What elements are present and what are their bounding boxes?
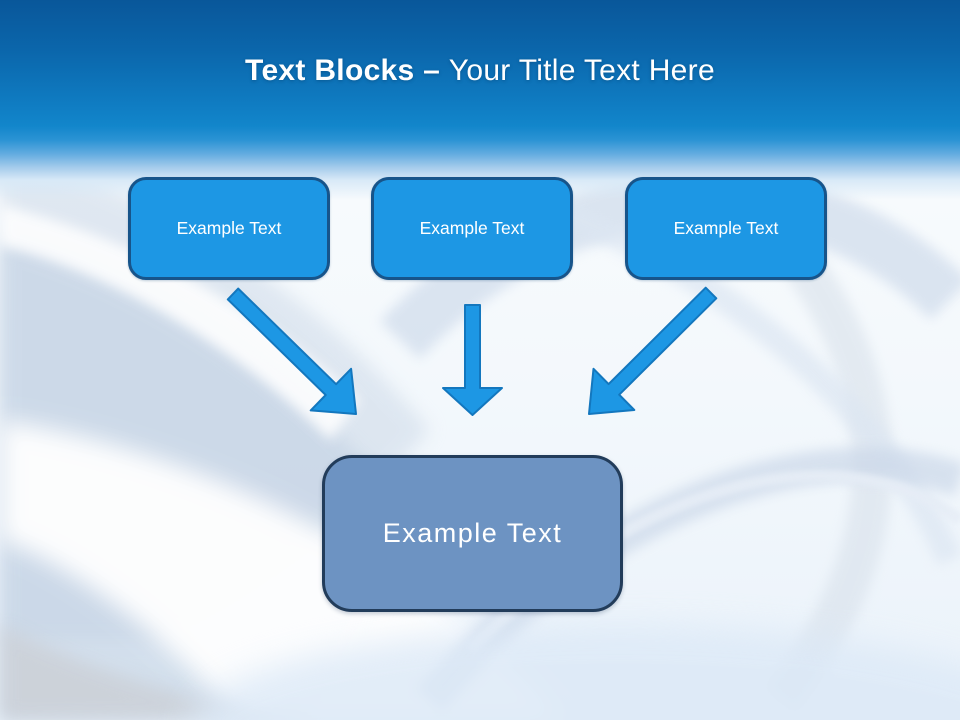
text-block-3-label: Example Text — [673, 218, 779, 238]
arrow-down-left-icon[interactable] — [588, 286, 718, 415]
arrow-down-icon[interactable] — [442, 304, 503, 416]
slide-title-bold: Text Blocks – — [245, 54, 449, 87]
summary-text-block[interactable]: Example Text — [322, 455, 623, 612]
text-block-1-label: Example Text — [176, 218, 282, 238]
text-block-1[interactable]: Example Text — [128, 177, 330, 280]
slide-title-regular: Your Title Text Here — [448, 54, 715, 87]
text-block-2[interactable]: Example Text — [371, 177, 573, 280]
summary-text-block-label: Example Text — [382, 518, 563, 548]
text-block-2-label: Example Text — [419, 218, 525, 238]
arrow-down-right-icon[interactable] — [226, 287, 357, 415]
header-band — [0, 0, 960, 200]
slide-title[interactable]: Text Blocks – Your Title Text Here — [0, 54, 960, 88]
text-block-3[interactable]: Example Text — [625, 177, 827, 280]
